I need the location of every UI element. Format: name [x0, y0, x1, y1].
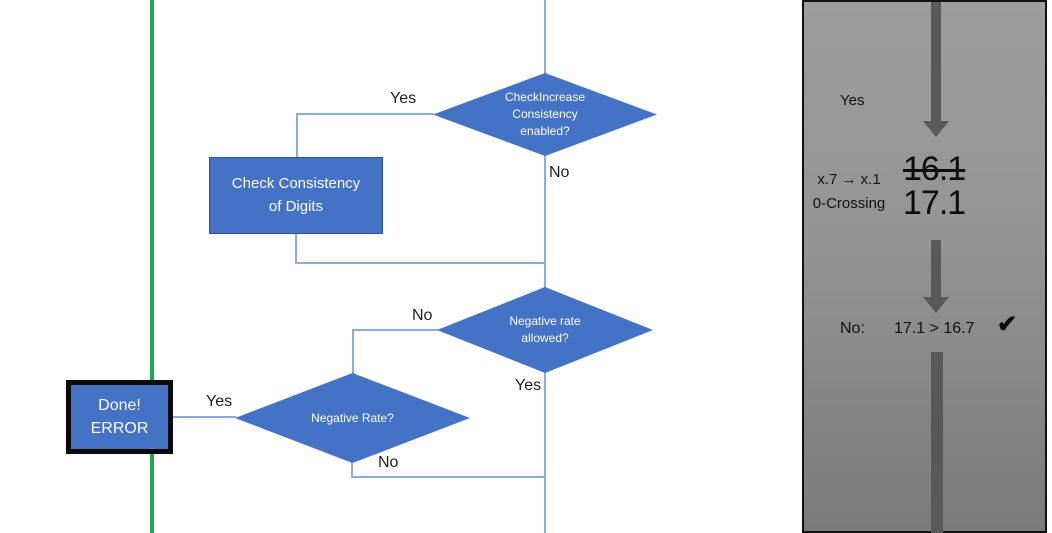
- connector-no2-vertical: [352, 329, 354, 374]
- connector-bottom-vertical: [544, 371, 546, 533]
- decision-negative-rate-label: Negative Rate?: [311, 410, 394, 425]
- decision-negative-rate-allowed: Negative rate allowed?: [437, 287, 653, 373]
- down-arrow-2-head-icon: [923, 297, 949, 313]
- panel-annotation-line1: x.7 → x.1: [817, 171, 881, 188]
- panel-old-value: 16.1: [903, 150, 966, 188]
- branch-label-no-check-increase: No: [549, 164, 570, 181]
- connector-yes1-horizontal: [296, 113, 434, 115]
- panel-yes-label: Yes: [840, 92, 865, 109]
- green-divider-line: [150, 0, 154, 533]
- connector-box-out-horizontal: [295, 262, 545, 264]
- decision-check-increase-consistency: CheckIncrease Consistency enabled?: [433, 73, 657, 156]
- example-side-panel: Yes x.7 → x.1 0-Crossing 16.1 17.1 No: 1…: [802, 0, 1047, 533]
- branch-label-yes-check-increase: Yes: [390, 90, 417, 107]
- panel-comparison: 17.1 > 16.7: [894, 320, 975, 337]
- panel-annotation-line2: 0-Crossing: [812, 195, 886, 212]
- panel-annotation: x.7 → x.1 0-Crossing: [804, 168, 894, 216]
- branch-label-no-rate-allowed: No: [412, 307, 433, 324]
- down-arrow-1-shaft: [931, 2, 941, 122]
- down-arrow-3-shaft: [931, 352, 943, 533]
- connector-no3-horizontal: [351, 476, 545, 478]
- checkmark-icon: ✔: [997, 311, 1018, 338]
- done-error-label: Done! ERROR: [90, 396, 149, 437]
- branch-label-no-negative-rate: No: [378, 454, 399, 471]
- connector-mid-vertical: [544, 154, 546, 288]
- down-arrow-2-shaft: [931, 240, 941, 298]
- panel-result-label: No:: [840, 320, 865, 337]
- branch-label-yes-negative-rate: Yes: [206, 393, 233, 410]
- decision-negative-rate: Negative Rate?: [235, 373, 470, 463]
- process-check-consistency-label: Check Consistency of Digits: [231, 175, 361, 215]
- panel-values: 16.1 17.1: [903, 150, 966, 222]
- panel-new-value: 17.1: [903, 184, 966, 222]
- connector-yes3-horizontal: [173, 416, 236, 418]
- connector-top-vertical: [544, 0, 546, 74]
- down-arrow-1-head-icon: [923, 121, 949, 137]
- process-check-consistency-box: Check Consistency of Digits: [209, 157, 383, 234]
- done-error-box: Done! ERROR: [66, 380, 173, 454]
- connector-no3-vertical: [351, 462, 353, 478]
- connector-box-out-vertical: [295, 234, 297, 264]
- connector-yes1-vertical: [296, 113, 298, 158]
- decision-check-increase-label: CheckIncrease Consistency enabled?: [504, 90, 586, 138]
- decision-negative-rate-allowed-label: Negative rate allowed?: [509, 314, 581, 345]
- branch-label-yes-rate-allowed: Yes: [515, 377, 542, 394]
- connector-no2-horizontal: [353, 329, 438, 331]
